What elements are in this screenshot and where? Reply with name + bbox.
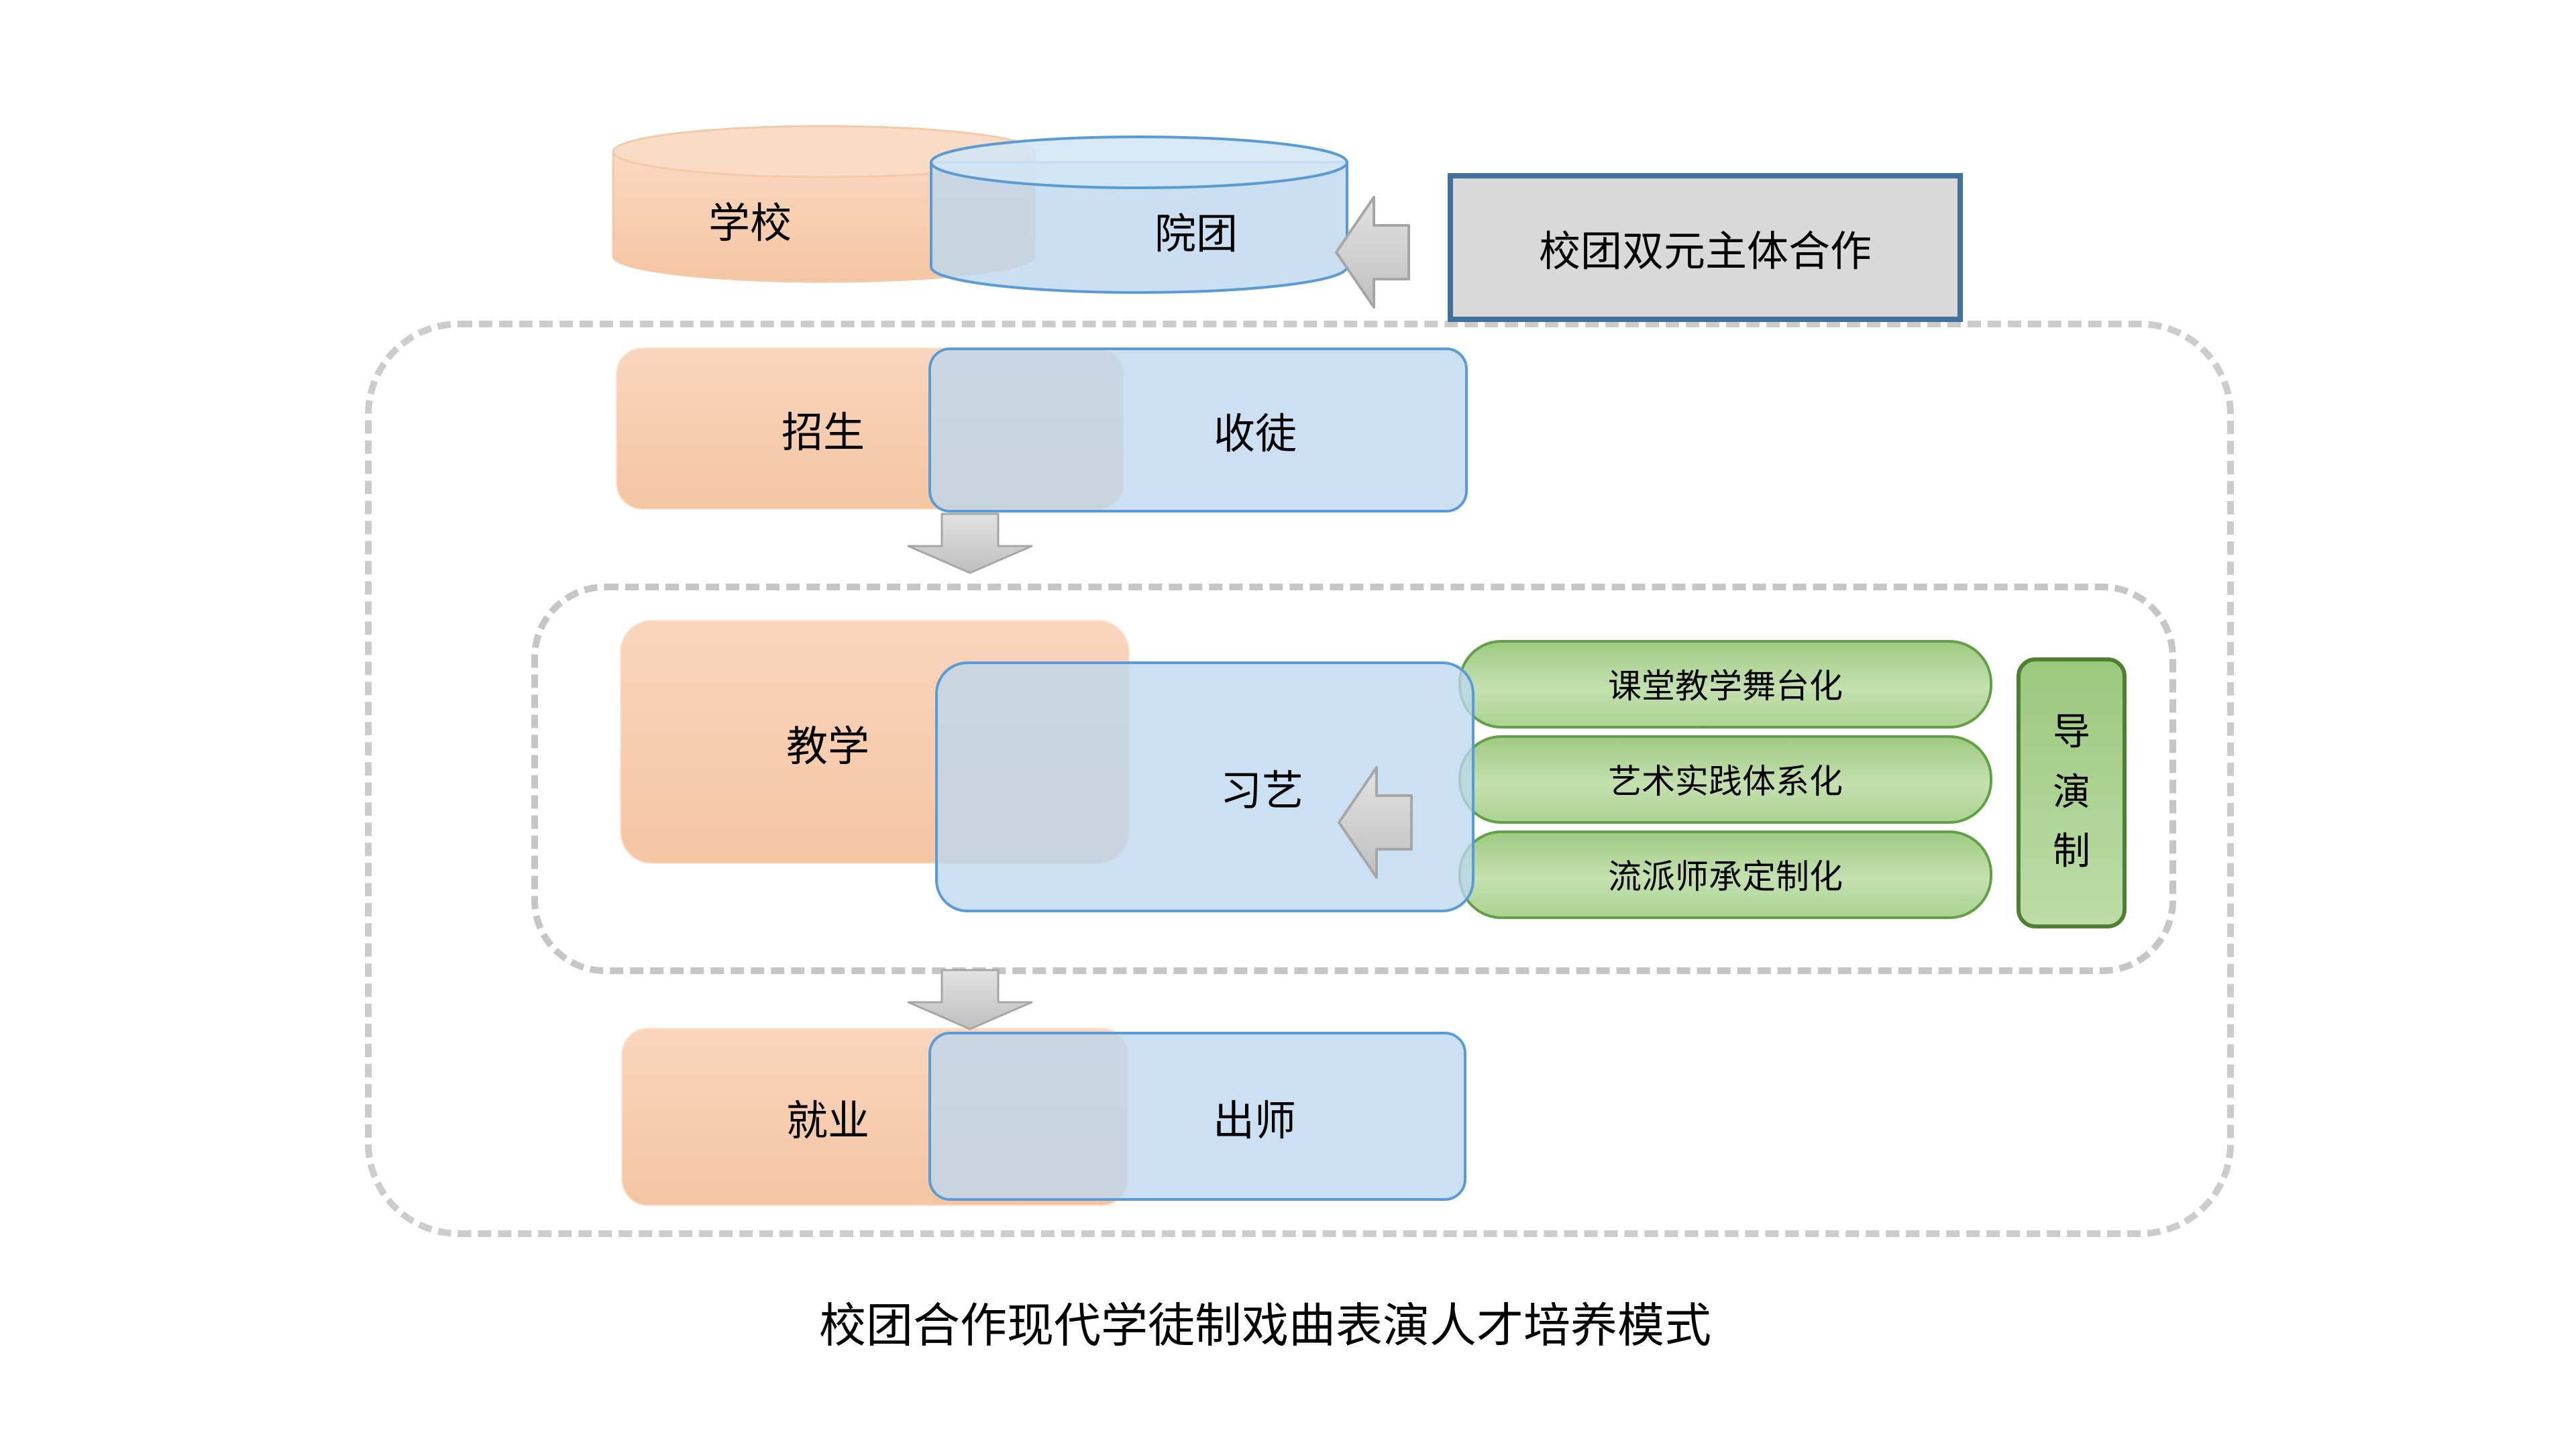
method-pill-1: 课堂教学舞台化 [1458,640,1992,729]
method-pill-2: 艺术实践体系化 [1458,735,1992,824]
methods-arrow-left-icon [1338,766,1413,879]
employ-blue-box: 出师 [928,1032,1466,1201]
down-arrow-1-icon [907,513,1033,574]
down-arrow-2-icon [907,969,1033,1030]
recruit-orange-label: 招生 [782,409,865,456]
school-label: 学校 [708,199,792,246]
employ-blue-label: 出师 [1213,1097,1296,1144]
inner-dashed-container [531,584,2176,974]
cylinder-shape-blue [930,136,1348,294]
employ-orange-label: 就业 [786,1097,869,1144]
teach-blue-label: 习艺 [1220,767,1303,814]
diagram-caption: 校团合作现代学徒制戏曲表演人才培养模式 [818,1300,1711,1352]
teach-orange-label: 教学 [786,722,869,769]
method-pill-2-label: 艺术实践体系化 [1607,763,1843,801]
method-pill-3: 流派师承定制化 [1458,830,1992,919]
cooperation-box: 校团双元主体合作 [1448,173,1963,322]
cooperation-label: 校团双元主体合作 [1539,228,1872,275]
troupe-label: 院团 [1155,210,1238,257]
outer-dashed-container [365,321,2234,1237]
method-pill-3-label: 流派师承定制化 [1607,859,1843,896]
recruit-blue-box: 收徒 [928,347,1468,513]
recruit-blue-label: 收徒 [1214,411,1297,458]
director-system-label: 导演制 [2052,710,2090,873]
cooperation-arrow-left-icon [1335,196,1410,309]
troupe-cylinder: 院团 [928,134,1350,295]
teach-blue-box: 习艺 [935,661,1474,912]
director-system-box: 导演制 [2017,657,2127,928]
method-pill-1-label: 课堂教学舞台化 [1607,668,1843,706]
